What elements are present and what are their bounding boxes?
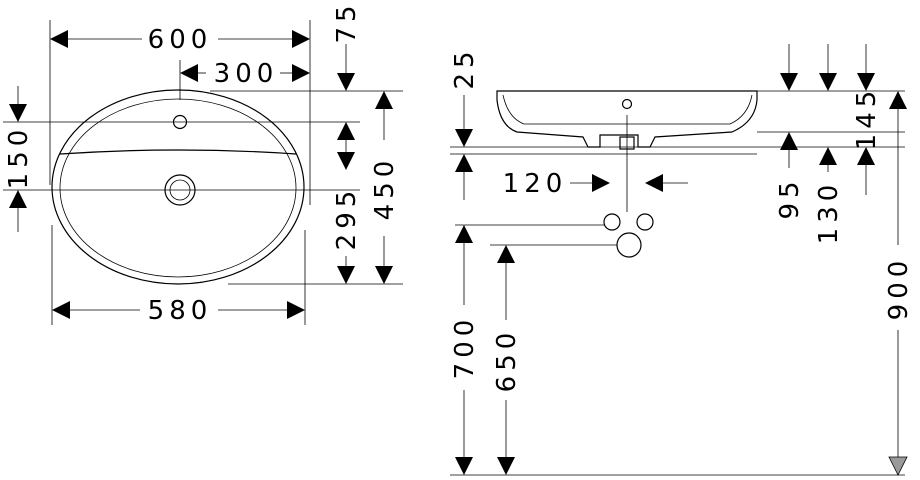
dim-overall-width: 600 xyxy=(148,25,213,55)
dim-height-to-drain: 130 xyxy=(814,180,844,245)
dim-waste-height-650: 650 xyxy=(492,328,522,393)
dim-tap-to-drain: 150 xyxy=(4,125,34,190)
basin-outer-rim xyxy=(51,89,305,285)
dim-bowl-height: 95 xyxy=(775,176,805,219)
dim-tap-offset: 300 xyxy=(214,59,279,89)
dim-overall-depth: 450 xyxy=(370,156,400,221)
basin-inner-rim xyxy=(59,98,297,278)
dim-bowl-width: 580 xyxy=(148,296,213,326)
waste-connection-right xyxy=(636,213,654,231)
top-view: 600 300 75 150 295 450 58 xyxy=(3,0,403,326)
waste-outlet xyxy=(616,232,642,258)
side-tap-hole xyxy=(621,98,633,110)
dim-rim-thickness: 25 xyxy=(450,46,480,89)
dim-waste-height-700: 700 xyxy=(450,315,480,380)
dim-mounting-height: 900 xyxy=(884,256,914,321)
dim-drain-offset: 120 xyxy=(503,169,568,199)
basin-profile xyxy=(496,90,758,148)
side-view: 25 120 95 130 145 700 xyxy=(450,44,914,476)
waste-connection-left xyxy=(603,213,621,231)
dim-rim-to-tap: 75 xyxy=(332,0,362,43)
basin-bowl-edge xyxy=(59,149,297,155)
dim-overall-height: 145 xyxy=(852,86,882,151)
dim-drain-to-front: 295 xyxy=(332,186,362,251)
